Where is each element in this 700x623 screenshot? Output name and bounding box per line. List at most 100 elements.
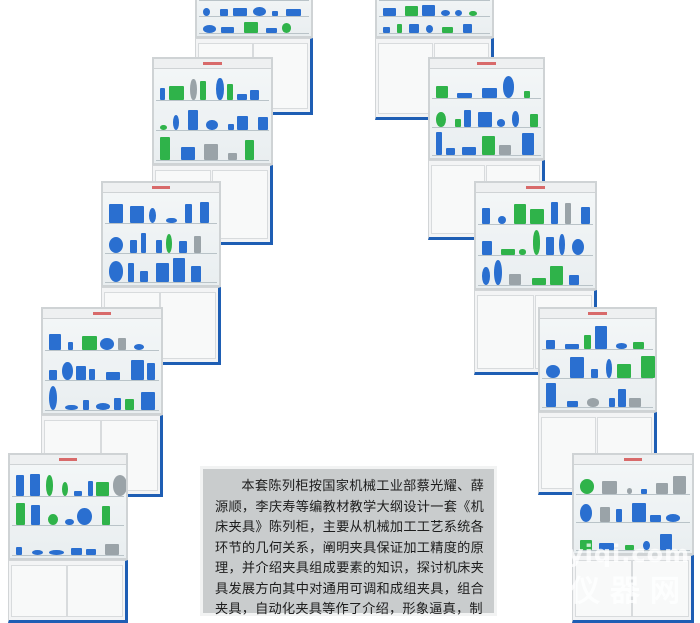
fixture-model <box>221 27 234 33</box>
cabinet-glass-case <box>428 57 545 160</box>
fixture-model <box>179 240 187 253</box>
fixture-model <box>188 110 198 130</box>
fixture-model <box>640 488 647 494</box>
fixture-model <box>168 85 184 100</box>
fixture-model <box>250 90 259 100</box>
fixture-model <box>446 147 456 155</box>
fixture-model <box>383 7 397 17</box>
fixture-model <box>626 488 632 494</box>
fixture-model <box>441 10 451 17</box>
fixture-model <box>497 119 506 127</box>
cabinet-base <box>8 560 128 623</box>
fixture-model <box>566 400 579 407</box>
fixture-model <box>655 482 668 494</box>
shelf <box>105 282 217 283</box>
fixture-model <box>236 116 248 130</box>
fixture-model <box>31 549 44 555</box>
cabinet-label-strip <box>430 59 543 69</box>
fixture-model <box>624 544 635 550</box>
fixture-model <box>482 136 496 155</box>
shelf <box>156 100 269 101</box>
fixture-model <box>617 388 627 407</box>
fixture-model <box>172 115 179 130</box>
fixture-model <box>130 359 145 380</box>
fixture-model <box>128 263 135 282</box>
shelf <box>379 16 490 18</box>
shelf <box>432 98 541 100</box>
fixture-model <box>160 136 170 160</box>
cabinet-label-strip <box>10 455 126 465</box>
fixture-model <box>502 76 515 99</box>
shelf <box>542 407 653 408</box>
fixture-model <box>482 241 492 255</box>
cabinet-door <box>211 170 268 239</box>
fixture-model <box>173 258 186 282</box>
fixture-model <box>383 27 390 33</box>
fixture-model <box>49 370 58 380</box>
fixture-model <box>559 234 565 255</box>
fixture-model <box>482 207 491 225</box>
shelf <box>478 224 593 226</box>
shelf <box>542 349 653 350</box>
fixture-model <box>109 236 123 253</box>
fixture-model <box>523 91 530 99</box>
fixture-model <box>65 518 74 526</box>
fixture-model <box>67 342 74 350</box>
fixture-model <box>74 490 83 496</box>
fixture-model <box>546 364 560 378</box>
cabinet-glass-case <box>41 307 163 415</box>
fixture-model <box>102 506 110 526</box>
fixture-model <box>112 474 126 496</box>
shelf <box>105 252 217 254</box>
fixture-model <box>405 6 419 17</box>
shelf <box>576 494 690 495</box>
fixture-model <box>245 139 255 160</box>
fixture-model <box>29 473 40 496</box>
fixture-model <box>421 4 435 17</box>
fixture-model <box>16 547 22 555</box>
fixture-model <box>61 481 69 496</box>
fixture-model <box>580 540 592 550</box>
fixture-model <box>514 203 527 225</box>
fixture-model <box>569 275 580 285</box>
fixture-model <box>147 362 156 380</box>
fixture-model <box>650 515 661 522</box>
fixture-model <box>206 119 218 130</box>
fixture-model <box>581 206 591 225</box>
fixture-model <box>570 357 584 378</box>
fixture-model <box>86 549 97 555</box>
shelf <box>105 223 217 225</box>
fixture-model <box>464 110 472 127</box>
fixture-model <box>219 8 229 17</box>
fixture-model <box>595 326 607 349</box>
fixture-model <box>546 383 557 407</box>
fixture-model <box>599 543 614 550</box>
fixture-model <box>454 119 462 127</box>
fixture-model <box>584 334 591 349</box>
fixture-model <box>16 475 24 496</box>
shelf <box>576 550 690 551</box>
display-cabinet <box>572 453 694 623</box>
fixture-model <box>629 398 642 407</box>
fixture-model <box>565 203 572 225</box>
fixture-model <box>117 338 127 350</box>
fixture-model <box>477 111 492 127</box>
fixture-model <box>286 9 301 17</box>
cabinet-glass-case <box>474 181 597 290</box>
description-text: 本套陈列柜按国家机械工业部蔡光耀、薛源顺，李庆寿等编教材教学大纲设计一套《机床夹… <box>215 479 484 617</box>
shelf <box>45 350 159 351</box>
fixture-model <box>617 363 631 378</box>
fixture-model <box>141 391 155 410</box>
display-cabinet <box>8 453 128 623</box>
fixture-model <box>89 368 96 380</box>
cabinet-label-strip <box>476 183 595 193</box>
shelf <box>576 522 690 523</box>
shelf <box>432 155 541 156</box>
fixture-model <box>199 80 207 100</box>
fixture-model <box>546 340 555 349</box>
shelf <box>199 33 309 34</box>
fixture-model <box>61 361 73 380</box>
shelf <box>379 0 490 1</box>
cabinet-base <box>572 555 694 623</box>
fixture-model <box>461 146 476 155</box>
